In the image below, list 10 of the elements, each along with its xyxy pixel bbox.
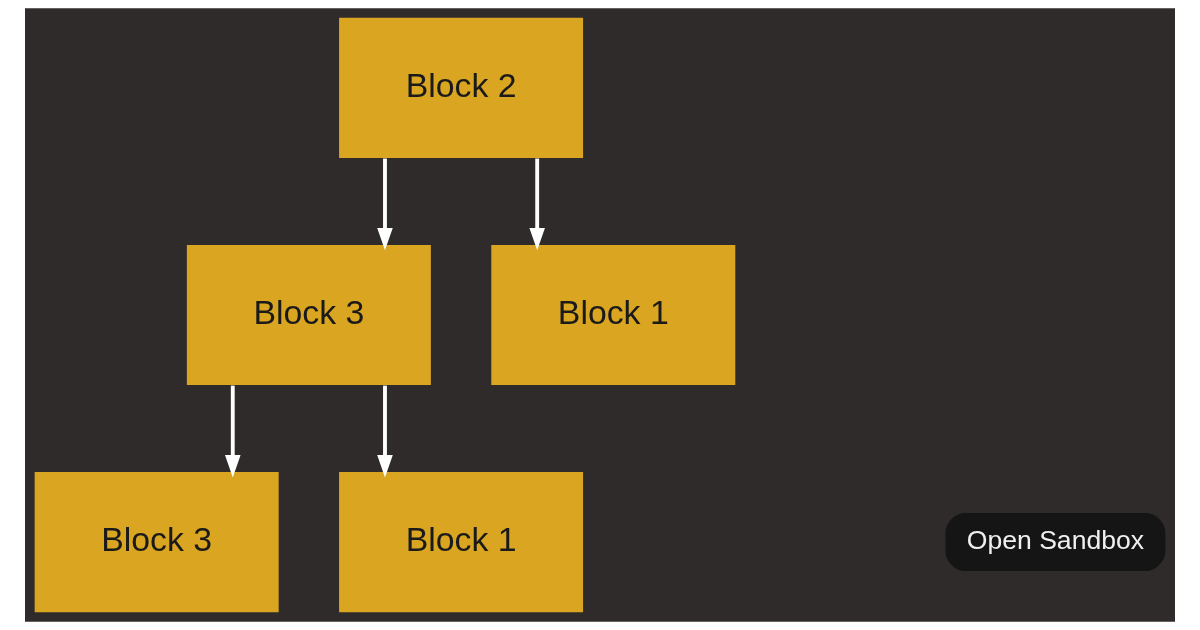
arrow: [377, 158, 393, 251]
arrow: [377, 385, 393, 478]
node-box: Block 3: [34, 472, 279, 613]
arrow: [529, 158, 545, 251]
arrow: [224, 385, 241, 478]
node-box: Block 1: [339, 472, 584, 613]
node-box: Block 2: [339, 17, 584, 158]
node-box: Block 1: [491, 244, 736, 386]
node-box: Block 3: [186, 244, 431, 386]
label: Open Sandbox: [966, 524, 1145, 555]
